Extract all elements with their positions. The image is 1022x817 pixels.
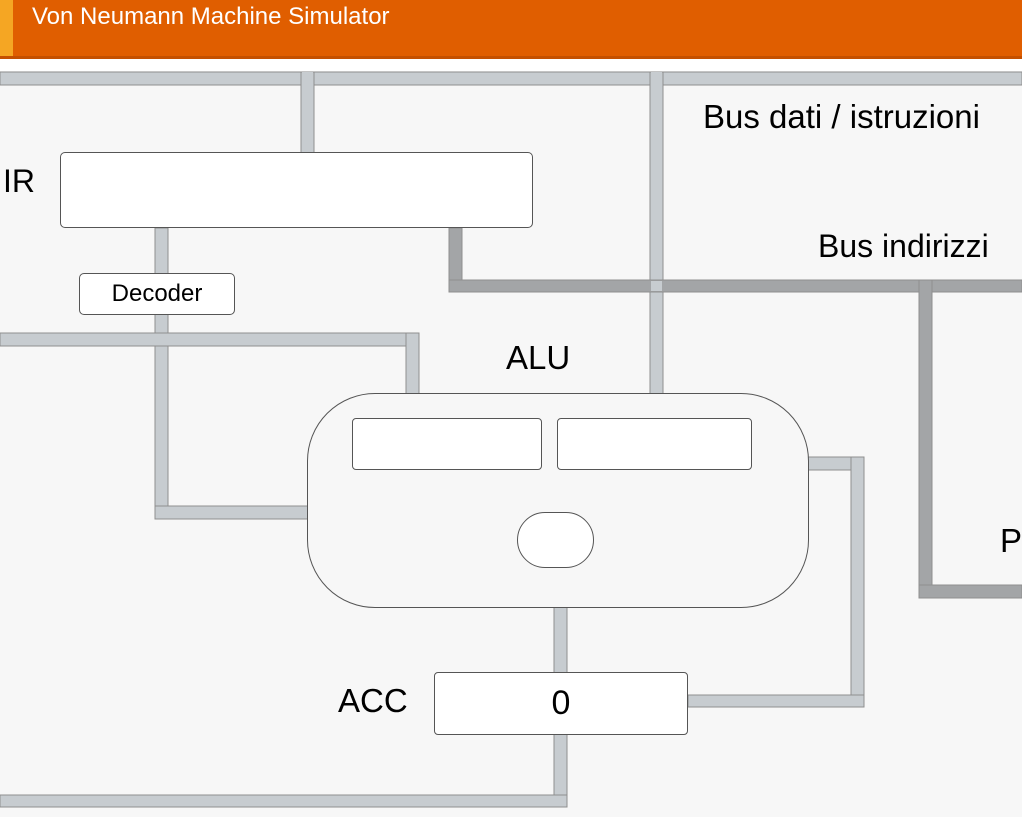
acc-output-wire — [0, 733, 568, 808]
acc-feedback-wire — [687, 456, 865, 708]
control-wire — [0, 332, 420, 395]
acc-register: 0 — [434, 672, 688, 735]
acc-label: ACC — [338, 682, 408, 719]
ir-register — [60, 152, 533, 228]
header-accent — [0, 0, 13, 56]
top-bus — [0, 71, 1022, 86]
alu-label: ALU — [506, 339, 571, 376]
alu-operand-2 — [557, 418, 752, 470]
alu-operation-indicator — [517, 512, 594, 568]
alu-acc-wire — [553, 606, 568, 674]
data-bus-label: Bus dati / istruzioni — [703, 98, 980, 135]
ir-data-wire — [300, 71, 315, 154]
address-bus-label: Bus indirizzi — [818, 228, 989, 264]
app-title: Von Neumann Machine Simulator — [32, 3, 390, 30]
pc-label: P — [1000, 522, 1022, 559]
app-header: Von Neumann Machine Simulator — [0, 0, 1022, 59]
address-bus-wire — [448, 227, 1022, 599]
alu-data-wire — [649, 71, 664, 395]
ir-label: IR — [3, 163, 35, 199]
decoder-wire — [154, 227, 309, 520]
alu-operand-1 — [352, 418, 542, 470]
decoder-box: Decoder — [79, 273, 235, 315]
